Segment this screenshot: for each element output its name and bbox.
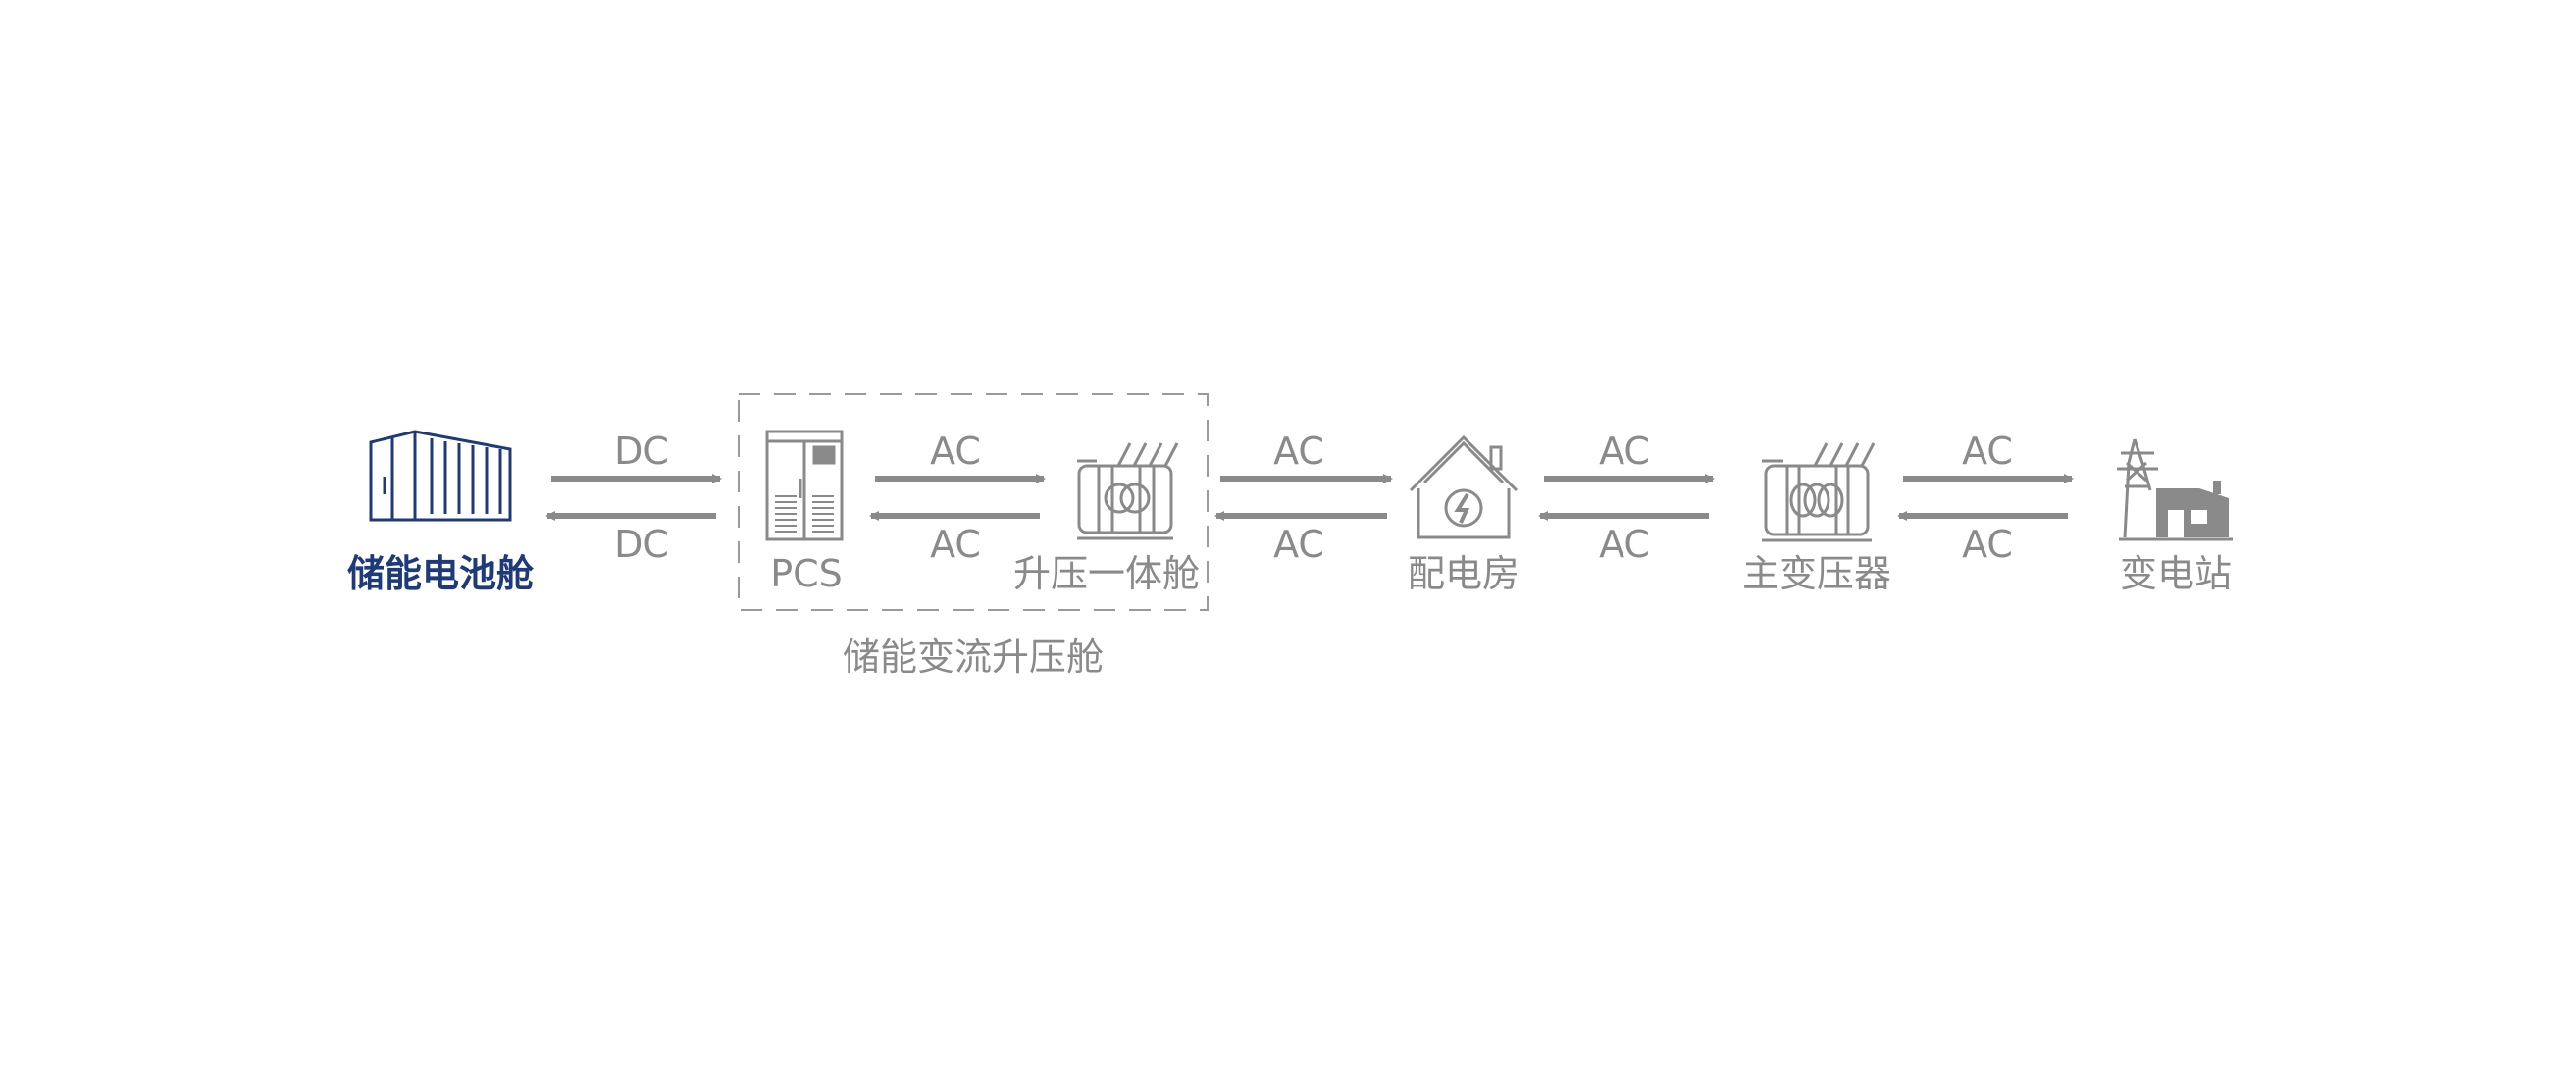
connection-label-top: AC (1273, 430, 1324, 473)
connection-label-bottom: AC (1962, 523, 2013, 566)
power-house-icon (1409, 434, 1519, 539)
node-label-substation: 变电站 (2120, 552, 2232, 595)
connection-label-top: DC (614, 430, 669, 473)
connection-label-bottom: AC (1273, 523, 1324, 566)
group-box (738, 393, 1209, 611)
pcs-cabinet-icon (765, 430, 844, 541)
battery-container-icon (369, 430, 512, 522)
node-label-pcs: PCS (770, 552, 843, 595)
main-transformer-icon (1762, 442, 1876, 542)
connection-4: AC AC (1538, 430, 1715, 566)
connection-label-top: AC (1599, 430, 1650, 473)
node-label-booster: 升压一体舱 (1013, 552, 1200, 595)
connection-label-bottom: AC (930, 523, 981, 566)
node-label-main-transformer: 主变压器 (1742, 552, 1891, 595)
substation-icon (2117, 438, 2233, 541)
connection-3: AC AC (1214, 430, 1393, 566)
connection-1: DC DC (545, 430, 722, 566)
connection-label-top: AC (930, 430, 981, 473)
connection-5: AC AC (1897, 430, 2074, 566)
connection-label-bottom: AC (1599, 523, 1650, 566)
connection-2: AC AC (869, 430, 1046, 566)
connection-label-top: AC (1962, 430, 2013, 473)
node-label-battery: 储能电池舱 (347, 552, 534, 595)
connection-label-bottom: DC (614, 523, 669, 566)
group-label: 储能变流升压舱 (843, 636, 1104, 679)
node-label-distribution: 配电房 (1408, 552, 1520, 595)
transformer-icon (1077, 442, 1179, 540)
